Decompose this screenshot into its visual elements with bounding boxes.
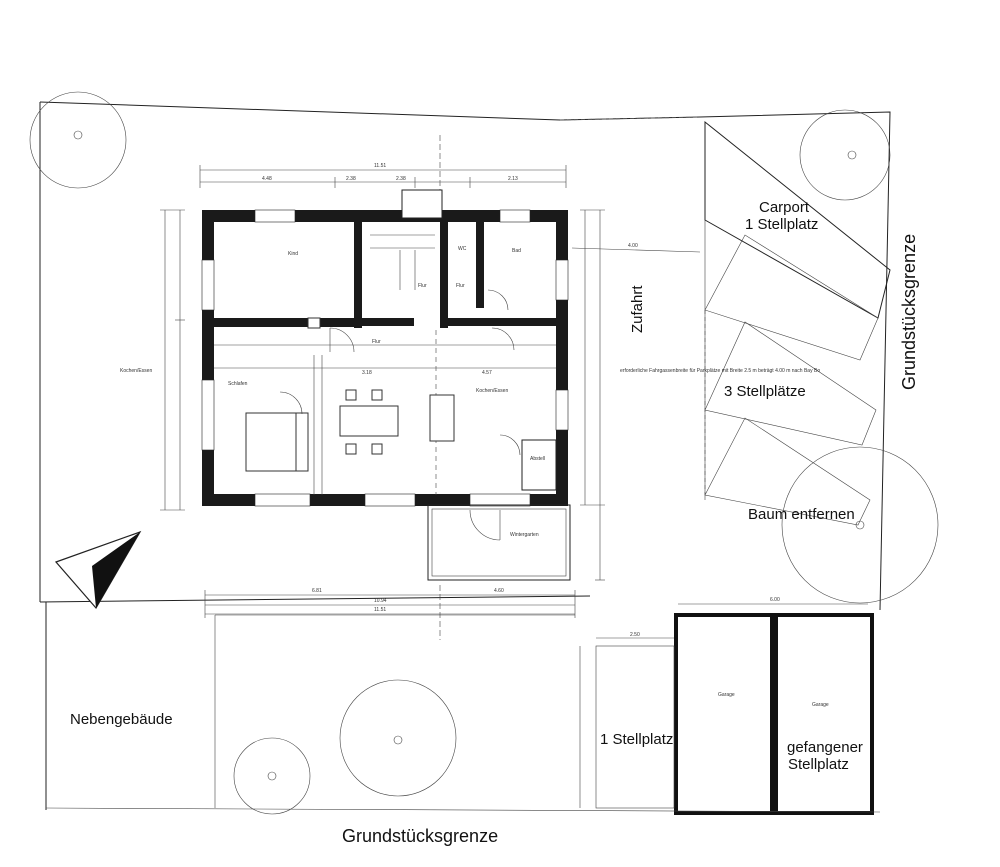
furniture [245,317,455,472]
tree-top-left [29,91,127,189]
room-flur2: Flur [456,283,465,289]
kitchen-island [429,394,455,442]
label-gefangener: gefangener [787,739,863,756]
dim-park-width: 6.00 [770,597,780,603]
room-labels: Kind Bad WC Flur Flur Flur Schlafen Koch… [120,246,829,708]
dim-bottom-total: 11.51 [374,607,386,613]
tree-bottom-left [233,737,311,815]
dim-bottom-a: 6.81 [312,588,322,594]
dim-zufahrt: 4.00 [628,243,638,249]
dim-top-total: 11.51 [374,163,386,169]
dim-stell-width: 2.50 [630,632,640,638]
dimensions-bottom: 6.81 10.94 11.51 4.60 [204,585,576,640]
room-kind: Kind [288,251,298,257]
room-bad: Bad [512,248,521,254]
dim-top-b: 2.38 [346,176,356,182]
label-kochen-left: Kochen/Essen [120,368,152,374]
dim-top-d: 2.13 [508,176,518,182]
dim-bottom-b: 10.94 [374,598,387,604]
room-kochen: Kochen/Essen [476,388,508,394]
room-flur3: Flur [372,339,381,345]
label-nebengebaeude: Nebengebäude [70,711,173,728]
room-schlafen: Schlafen [228,381,248,387]
label-3-stellplaetze: 3 Stellplätze [724,383,806,400]
room-flur1: Flur [418,283,427,289]
parking-note: erforderliche Fahrgassenbreite für Parkp… [620,368,820,374]
lower-plot [45,602,881,813]
parking-area: 4.00 erforderliche Fahrgassenbreite für … [571,120,891,526]
trees [29,91,939,815]
dim-top-a: 4.48 [262,176,272,182]
dining-table [339,405,399,437]
dimensions-left [160,209,185,511]
wintergarten [427,504,571,581]
label-carport: Carport [759,199,810,216]
room-garage: Garage [718,692,735,698]
room-abstell: Abstell [530,456,545,462]
doors [279,289,521,541]
dim-inner-b: 4.57 [482,370,492,376]
dimensions-right [580,209,605,581]
room-wc: WC [458,246,467,252]
garage-block: 6.00 2.50 [579,597,874,815]
house [201,189,569,507]
dimensions-top: 11.51 4.48 2.38 2.38 2.13 [199,135,567,200]
tree-remove [781,446,939,604]
room-garage2: Garage [812,702,829,708]
label-grenze-bottom: Grundstücksgrenze [342,826,498,846]
label-gefangener-stellplatz: Stellplatz [788,756,849,773]
dim-top-c: 2.38 [396,176,406,182]
site-labels: Carport 1 Stellplatz 3 Stellplätze Baum … [70,199,919,846]
dim-bottom-c: 4.60 [494,588,504,594]
inner-dims: 3.18 4.57 [362,370,492,376]
property-boundary [39,101,891,611]
label-zufahrt: Zufahrt [629,285,646,333]
room-wintergarten: Wintergarten [510,532,539,538]
label-baum: Baum entfernen [748,506,855,523]
tree-bottom-center [339,679,457,797]
dim-inner-a: 3.18 [362,370,372,376]
label-carport-sub: 1 Stellplatz [745,216,818,233]
north-arrow [54,530,142,610]
label-1-stellplatz: 1 Stellplatz [600,731,673,748]
label-grenze-right: Grundstücksgrenze [899,234,919,390]
tree-top-right [799,109,891,201]
